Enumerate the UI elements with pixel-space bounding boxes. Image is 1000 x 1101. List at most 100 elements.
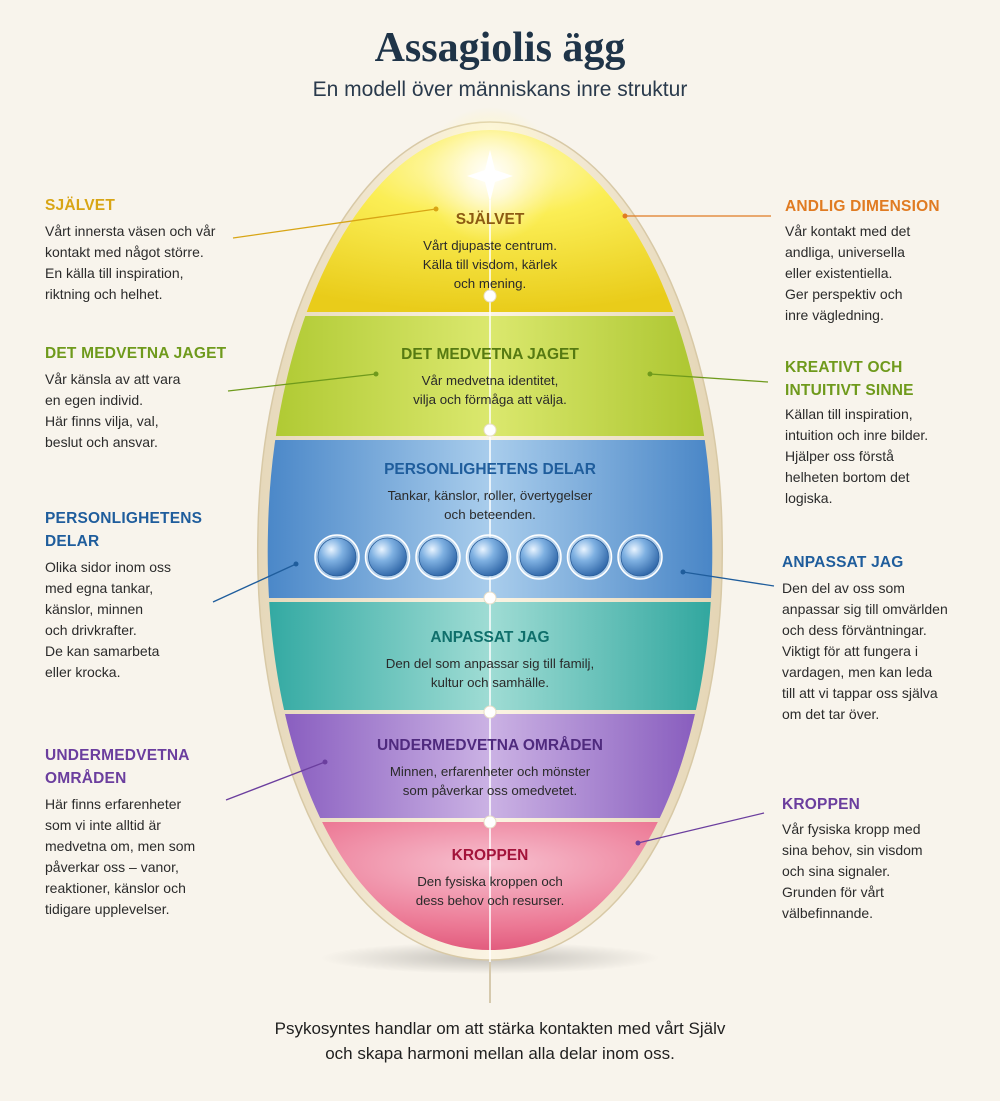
layer-text-personlighet-1: Tankar, känslor, roller, övertygelser [388,488,593,503]
part-bubble [317,537,357,577]
layer-text-anpassat-1: Den del som anpassar sig till familj, [386,656,594,671]
layer-text-personlighet-2: och beteenden. [444,507,536,522]
note-line: med egna tankar, [45,580,154,596]
note-line: De kan samarbeta [45,643,160,659]
note-line: som vi inte alltid är [45,817,161,833]
right-heading-kroppen: KROPPEN [782,796,861,813]
note-heading-line: INTUITIVT SINNE [785,382,914,399]
note-line: påverkar oss – vanor, [45,859,179,875]
connector-kreativt [649,373,769,383]
connector-dot [293,561,299,567]
note-line: riktning och helhet. [45,286,163,302]
left-heading-sjalvet: SJÄLVET [45,197,116,214]
left-heading-undermedvetna: UNDERMEDVETNA OMRÅDEN [45,744,190,790]
note-line: känslor, minnen [45,601,144,617]
part-bubble [570,537,609,577]
note-line: reaktioner, känslor och [45,880,186,896]
note-heading-line: PERSONLIGHETENS [45,510,203,527]
axis-node [483,591,497,605]
note-line: och drivkrafter. [45,622,137,638]
note-line: Ger perspektiv och [785,286,903,302]
note-line: kontakt med något större. [45,244,204,260]
connector-dot [680,569,686,575]
connector-medvetna [227,373,377,392]
layer-title-sjalvet: SJÄLVET [456,211,525,228]
note-line: Här finns erfarenheter [45,796,182,812]
note-line: Hjälper oss förstå [785,448,894,464]
note-line: eller krocka. [45,664,121,680]
note-line: inre vägledning. [785,307,884,323]
left-heading-personlighet: PERSONLIGHETENS DELAR [45,507,202,553]
axis-node [483,815,497,829]
right-heading-andlig: ANDLIG DIMENSION [785,198,940,215]
connector-anpassat [682,571,775,587]
layer-title-anpassat: ANPASSAT JAG [430,629,549,646]
layer-text-kroppen-2: dess behov och resurser. [416,893,565,908]
right-text-anpassat: Den del av oss som anpassar sig till omv… [782,578,948,725]
note-line: Vår känsla av att vara [45,371,181,387]
layer-text-undermedvetna-2: som påverkar oss omedvetet. [403,783,577,798]
layer-text-medvetna-1: Vår medvetna identitet, [422,373,559,388]
note-line: anpassar sig till omvärlden [782,601,948,617]
left-text-personlighet: Olika sidor inom oss med egna tankar, kä… [45,557,171,683]
note-line: Grunden för vårt [782,884,884,900]
part-bubble [418,537,458,577]
note-line: till att vi tappar oss själva [782,685,938,701]
page-title: Assagiolis ägg [374,25,626,71]
axis-node [483,705,497,719]
right-heading-anpassat: ANPASSAT JAG [782,554,904,571]
note-line: tidigare upplevelser. [45,901,170,917]
part-bubble [469,537,508,577]
left-text-undermedvetna: Här finns erfarenheter som vi inte allti… [45,794,195,920]
connector-sjalvet [232,208,437,239]
layer-text-sjalvet-1: Vårt djupaste centrum. [423,238,557,253]
connector-dot [622,213,628,219]
connector-dot [635,840,641,846]
left-text-medvetna: Vår känsla av att vara en egen individ. … [45,369,180,453]
layer-text-anpassat-2: kultur och samhälle. [431,675,549,690]
left-connectors [212,206,439,801]
note-line: En källa till inspiration, [45,265,184,281]
right-text-andlig: Vår kontakt med det andliga, universella… [785,221,910,326]
layer-text-sjalvet-3: och mening. [454,276,526,291]
layer-title-kroppen: KROPPEN [452,847,529,864]
footer-line: och skapa harmoni mellan alla delar inom… [325,1044,675,1063]
layer-title-personlighet: PERSONLIGHETENS DELAR [384,461,596,478]
layer-title-medvetna: DET MEDVETNA JAGET [401,346,579,363]
footer-line: Psykosyntes handlar om att stärka kontak… [274,1019,726,1038]
note-line: en egen individ. [45,392,144,408]
part-bubble [368,537,407,577]
axis-node [483,289,497,303]
note-line: Vår kontakt med det [785,223,911,239]
note-line: medvetna om, men som [45,838,196,854]
note-line: Källan till inspiration, [785,406,913,422]
note-line: Vår fysiska kropp med [782,821,921,837]
connector-undermedvetna [225,761,326,801]
note-line: om det tar över. [782,706,880,722]
note-line: andliga, universella [785,244,905,260]
connector-personlighet [212,563,297,603]
note-line: beslut och ansvar. [45,434,158,450]
note-heading-line: KREATIVT OCH [785,359,903,376]
connector-dot [433,206,439,212]
layer-text-medvetna-2: vilja och förmåga att välja. [413,392,567,407]
note-line: Här finns vilja, val, [45,413,159,429]
page-subtitle: En modell över människans inre struktur [312,78,688,101]
note-line: Viktigt för att fungera i [782,643,918,659]
right-text-kreativt: Källan till inspiration, intuition och i… [785,404,928,509]
note-line: Vårt innersta väsen och vår [45,223,216,239]
layer-text-sjalvet-2: Källa till visdom, kärlek [423,257,558,272]
star-icon [467,150,513,202]
layer-text-undermedvetna-1: Minnen, erfarenheter och mönster [390,764,591,779]
note-line: och dess förväntningar. [782,622,927,638]
layer-text-kroppen-1: Den fysiska kroppen och [417,874,563,889]
layer-title-undermedvetna: UNDERMEDVETNA OMRÅDEN [377,737,603,754]
connector-dot [373,371,379,377]
right-heading-kreativt: KREATIVT OCH INTUITIVT SINNE [785,356,914,402]
note-line: intuition och inre bilder. [785,427,929,443]
note-line: välbefinnande. [782,905,874,921]
note-heading-line: DELAR [45,533,100,550]
left-text-sjalvet: Vårt innersta väsen och vår kontakt med … [45,221,215,305]
personality-parts [314,534,663,580]
